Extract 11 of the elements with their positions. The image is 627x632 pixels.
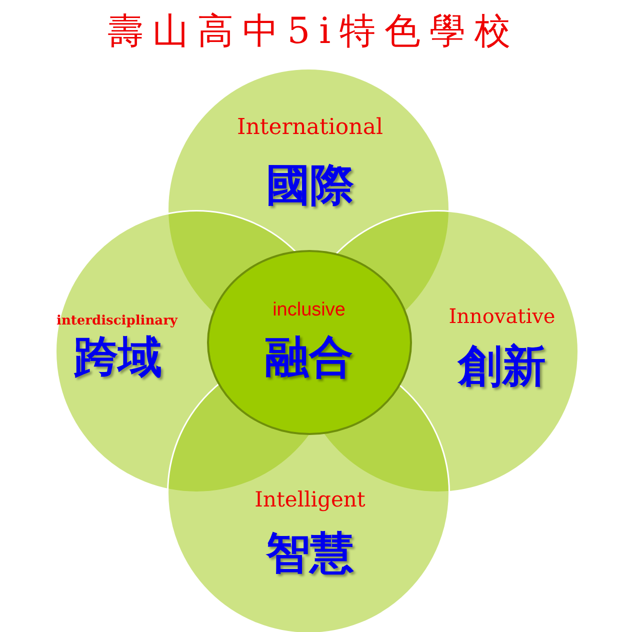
english-keyword: International	[237, 117, 383, 139]
chinese-keyword: 國際	[266, 164, 354, 208]
chinese-keyword: 創新	[458, 345, 546, 389]
english-keyword: interdisciplinary	[56, 314, 178, 328]
title: 壽山高中5i特色學校	[107, 11, 520, 52]
english-keyword: Innovative	[448, 306, 556, 326]
english-keyword: inclusive	[272, 300, 346, 320]
chinese-keyword: 智慧	[266, 532, 354, 576]
english-keyword: Intelligent	[254, 490, 366, 510]
chinese-keyword: 跨域	[74, 336, 162, 380]
chinese-keyword: 融合	[265, 336, 353, 380]
